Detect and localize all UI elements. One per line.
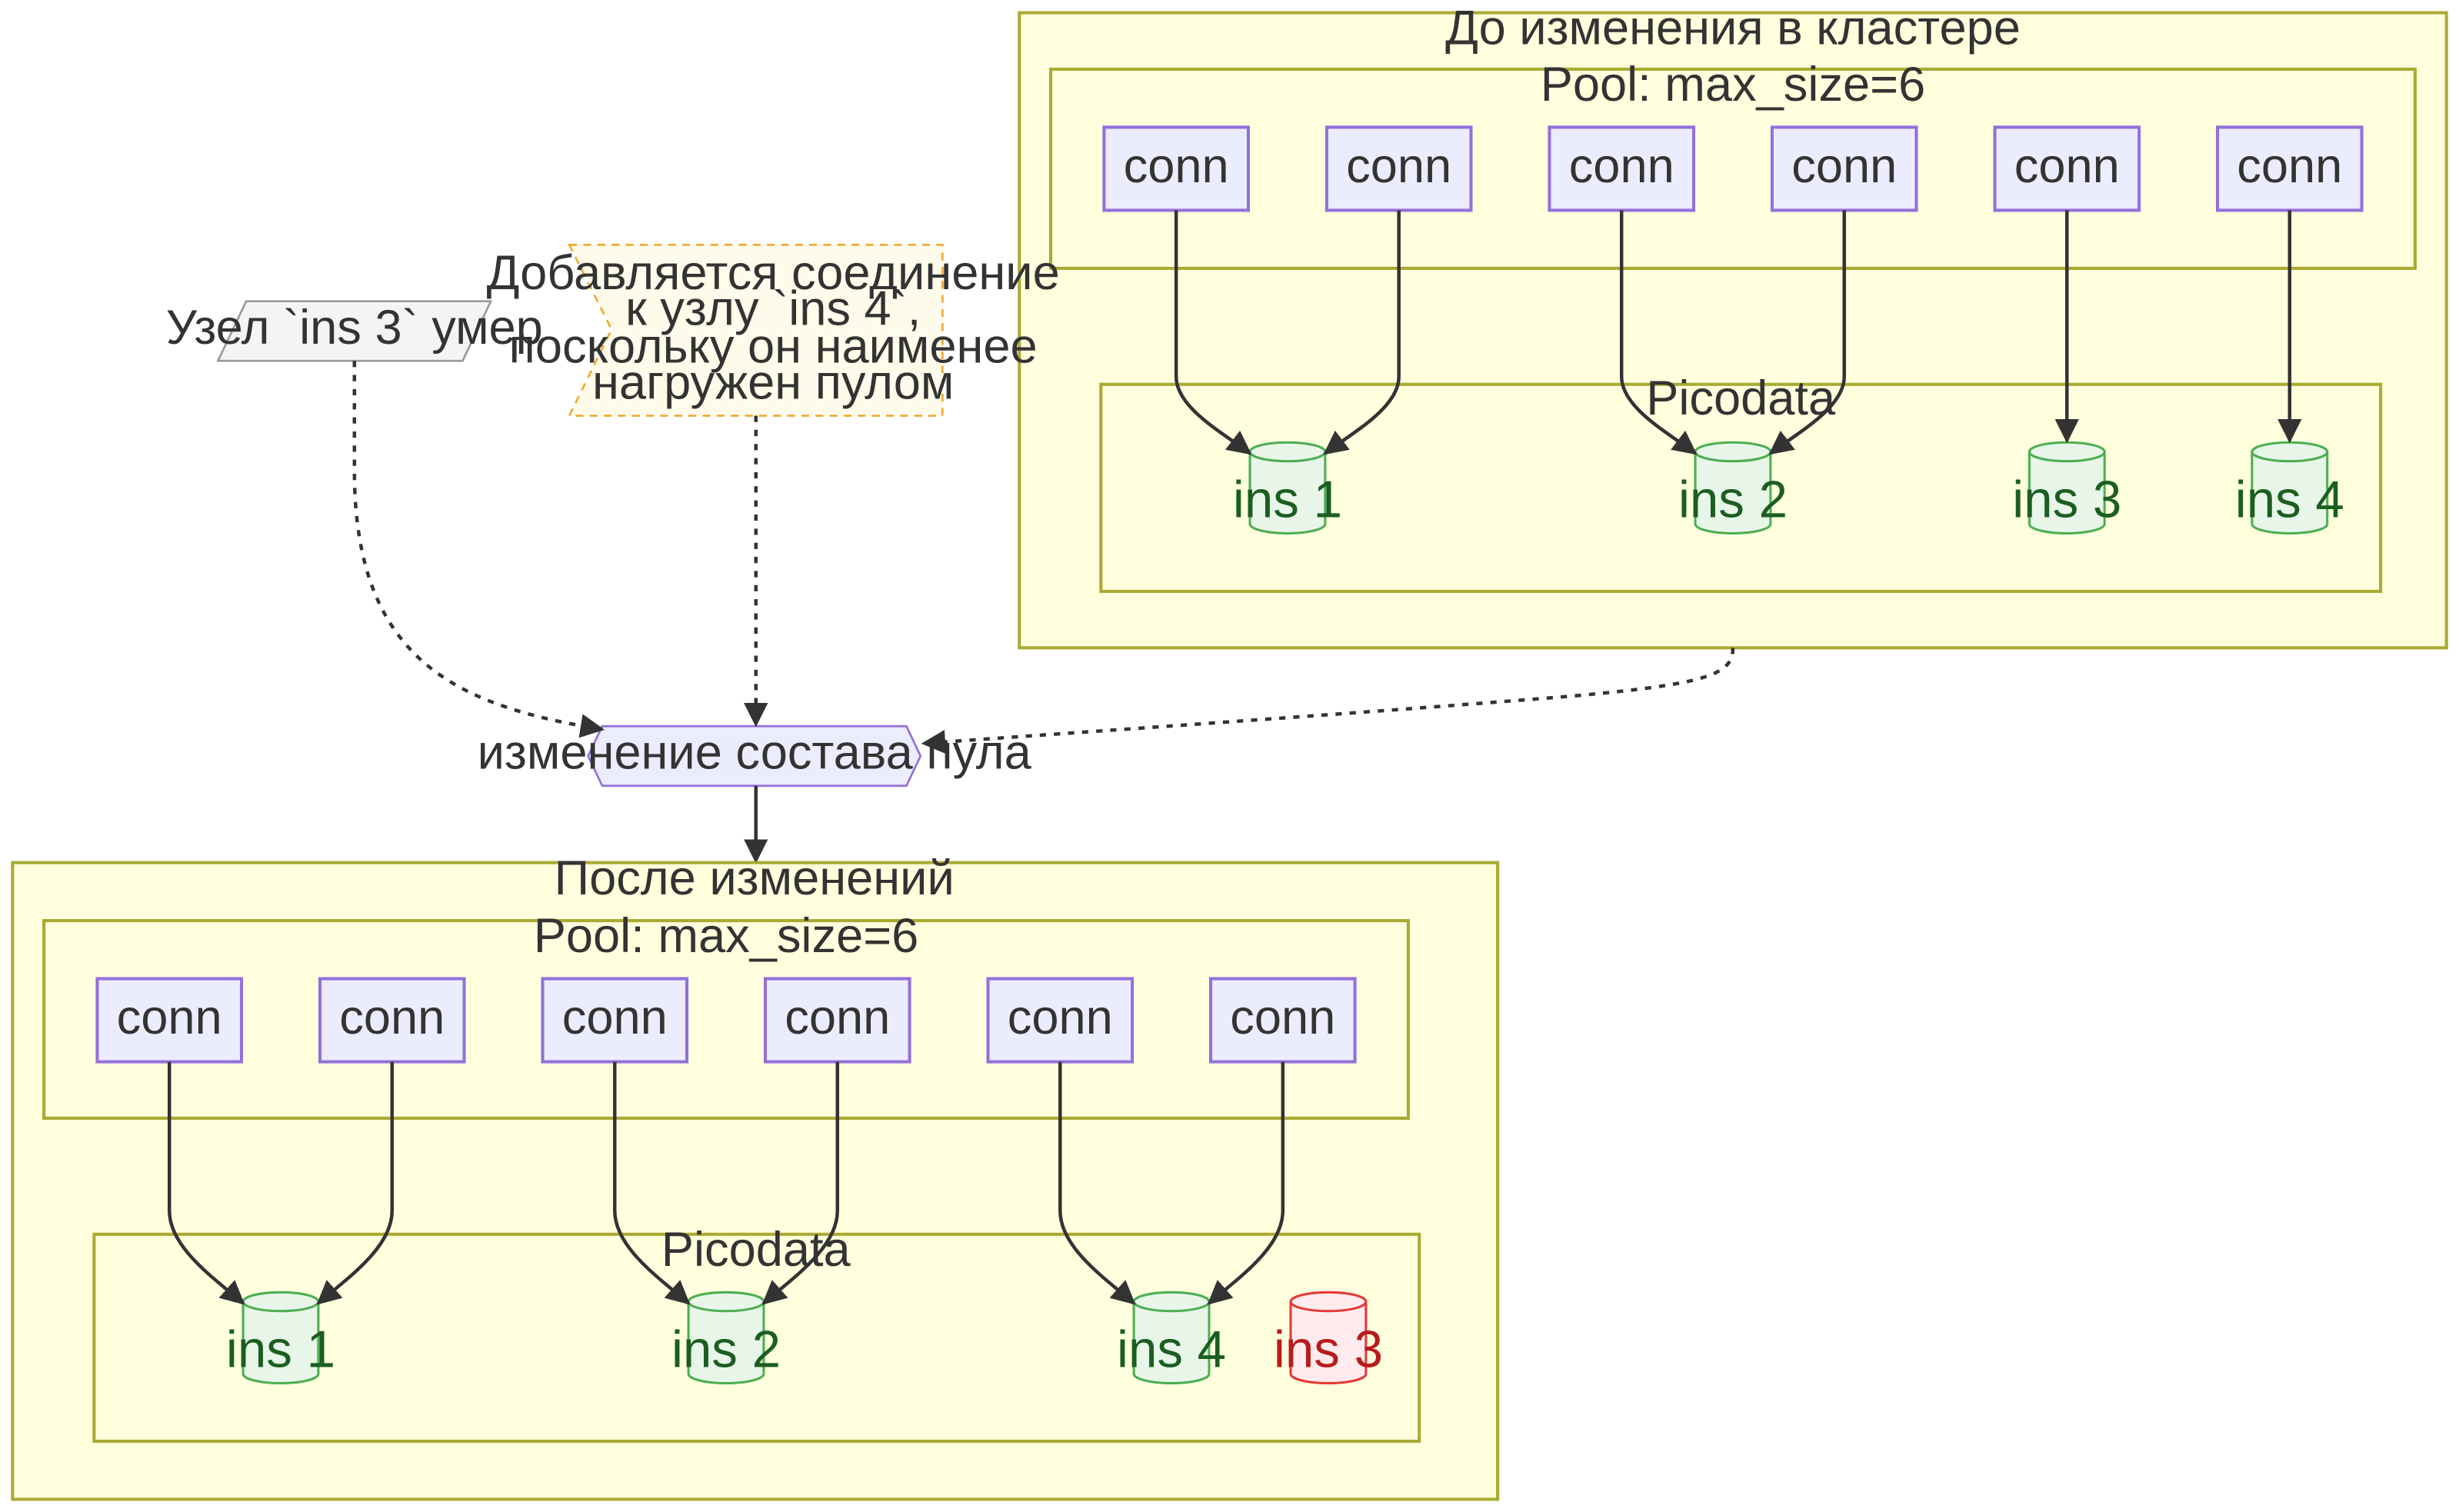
after-ins4-database: ins 4 xyxy=(1117,1291,1226,1385)
center-node: изменение состава пула xyxy=(478,724,1032,788)
before-ins3-database: ins 3 xyxy=(2012,441,2121,535)
conn-label: conn xyxy=(2014,139,2120,193)
after-conn-2: conn xyxy=(318,977,466,1064)
before-cluster: До изменения в кластере Pool: max_size=6… xyxy=(1018,2,2448,650)
before-picodata-title: Picodata xyxy=(1646,371,1836,425)
note-line-3: поскольку он наименее xyxy=(509,320,1038,374)
after-cluster-title: После изменений xyxy=(555,851,955,905)
db-label: ins 4 xyxy=(1117,1321,1226,1379)
edge-before-to-center xyxy=(921,648,1735,754)
edge-conn4-ins2 xyxy=(1768,210,1846,455)
event-node: Узел `ins 3` умер xyxy=(166,300,543,362)
before-picodata: Picodata ins 1 ins 2 ins 3 ins 4 xyxy=(1099,371,2383,593)
before-conn-6: conn xyxy=(2215,125,2364,212)
edge-conn1-ins1 xyxy=(167,1061,245,1305)
db-label: ins 3 xyxy=(2012,471,2121,529)
conn-label: conn xyxy=(2237,139,2342,193)
after-conn-5: conn xyxy=(986,977,1135,1064)
center-node-text: изменение состава пула xyxy=(478,726,1032,780)
event-node-text: Узел `ins 3` умер xyxy=(166,301,543,355)
after-pool: Pool: max_size=6 conn conn conn conn con… xyxy=(42,909,1410,1121)
conn-label: conn xyxy=(1008,991,1113,1044)
before-edges xyxy=(1174,210,2302,455)
after-conn-3: conn xyxy=(541,977,689,1064)
note-line-4: нагружен пулом xyxy=(592,356,954,410)
db-label: ins 3 xyxy=(1274,1321,1383,1379)
before-conn-1: conn xyxy=(1102,125,1251,212)
edge-conn6-ins4 xyxy=(1207,1061,1285,1305)
before-cluster-title: До изменения в кластере xyxy=(1445,2,2021,55)
conn-label: conn xyxy=(1124,139,1229,193)
edge-conn3-ins2 xyxy=(613,1061,691,1305)
conn-label: conn xyxy=(785,991,890,1044)
db-label: ins 2 xyxy=(671,1321,781,1379)
before-pool-title: Pool: max_size=6 xyxy=(1541,58,1926,112)
conn-label: conn xyxy=(1569,139,1674,193)
db-label: ins 2 xyxy=(1678,471,1788,529)
edge-conn5-ins4 xyxy=(1058,1061,1136,1305)
conn-label: conn xyxy=(562,991,668,1044)
before-ins2-database: ins 2 xyxy=(1678,441,1788,535)
note-line-1: Добавляется соединение xyxy=(487,246,1060,300)
before-conn-5: conn xyxy=(1993,125,2141,212)
edge-conn4-ins2 xyxy=(761,1061,840,1305)
conn-label: conn xyxy=(339,991,445,1044)
note-node: Добавляется соединение к узлу `ins 4`, п… xyxy=(487,243,1060,417)
after-ins2-database: ins 2 xyxy=(671,1291,781,1385)
before-conn-3: conn xyxy=(1548,125,1696,212)
edge-conn1-ins1 xyxy=(1174,210,1252,455)
conn-label: conn xyxy=(1230,991,1335,1044)
edge-conn2-ins1 xyxy=(1323,210,1401,455)
before-ins4-database: ins 4 xyxy=(2235,441,2344,535)
edge-conn3-ins2 xyxy=(1619,210,1698,455)
edge-conn2-ins1 xyxy=(316,1061,394,1305)
before-conn-2: conn xyxy=(1324,125,1473,212)
after-pool-title: Pool: max_size=6 xyxy=(534,909,919,963)
after-conn-6: conn xyxy=(1208,977,1357,1064)
conn-label: conn xyxy=(1346,139,1451,193)
conn-label: conn xyxy=(1791,139,1897,193)
before-pool: Pool: max_size=6 conn conn conn conn con… xyxy=(1049,58,2417,270)
after-ins1-database: ins 1 xyxy=(226,1291,335,1385)
edge-event-to-center xyxy=(352,361,605,738)
after-conn-4: conn xyxy=(763,977,911,1064)
note-line-2: к узлу `ins 4`, xyxy=(625,282,921,336)
db-label: ins 1 xyxy=(1233,471,1342,529)
db-label: ins 1 xyxy=(226,1321,335,1379)
conn-label: conn xyxy=(117,991,222,1044)
flow-edges xyxy=(352,361,1735,864)
after-edges xyxy=(167,1061,1285,1305)
after-picodata: Picodata ins 1 ins 2 ins 4 ins 3 xyxy=(92,1223,1421,1444)
before-conn-4: conn xyxy=(1770,125,1918,212)
after-cluster: После изменений Pool: max_size=6 conn co… xyxy=(11,851,1500,1501)
after-ins3-dead-database: ins 3 xyxy=(1274,1291,1383,1385)
after-conn-1: conn xyxy=(95,977,244,1064)
before-ins1-database: ins 1 xyxy=(1233,441,1342,535)
db-label: ins 4 xyxy=(2235,471,2344,529)
